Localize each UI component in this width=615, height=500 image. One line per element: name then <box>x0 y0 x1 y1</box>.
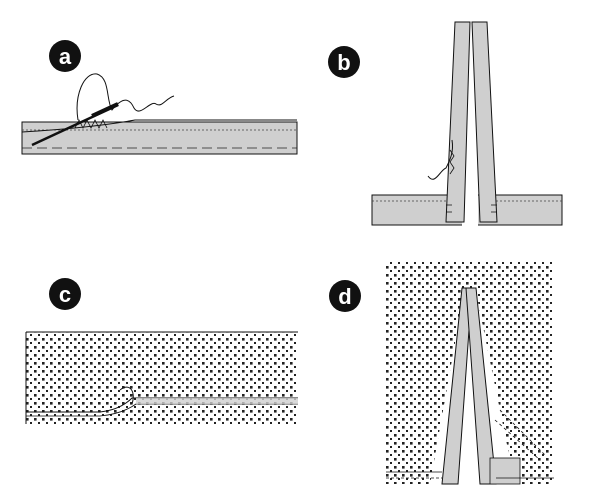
panel-a: a <box>21 40 298 155</box>
slit-right-strip-b <box>471 21 498 223</box>
badge-d-label: d <box>338 284 351 309</box>
panel-d: d <box>329 262 554 485</box>
badge-c-label: c <box>59 282 71 307</box>
fabric-strip-a <box>21 121 298 155</box>
badge-d: d <box>329 280 361 312</box>
badge-a-label: a <box>59 44 72 69</box>
badge-b: b <box>328 46 360 78</box>
panel-b: b <box>328 21 563 228</box>
badge-b-label: b <box>337 50 350 75</box>
badge-a: a <box>49 40 81 72</box>
fabric-dotted-c <box>26 332 298 424</box>
slit-left-strip-b <box>445 21 471 223</box>
badge-c: c <box>49 278 81 310</box>
panel-c: c <box>25 278 298 424</box>
thread-icon <box>76 73 175 121</box>
needle-icon <box>31 102 119 147</box>
